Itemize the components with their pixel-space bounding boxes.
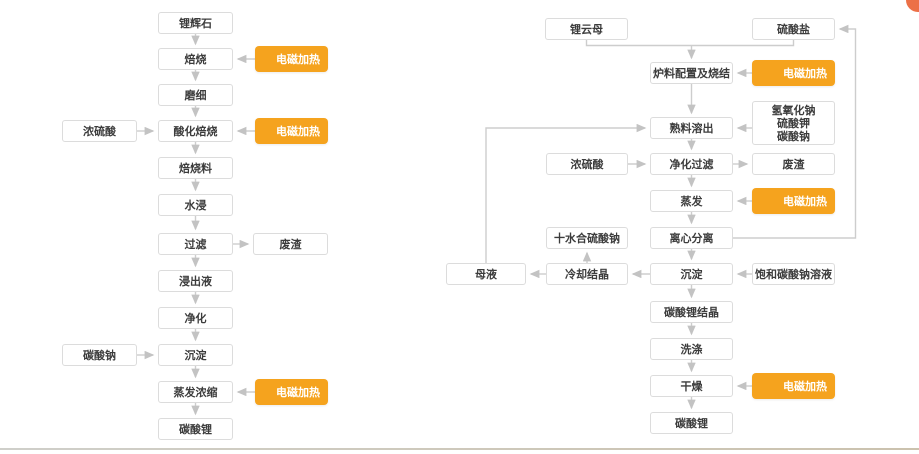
corner-decoration xyxy=(906,0,919,12)
node-lithium-carbonate-left: 碳酸锂 xyxy=(158,418,233,440)
node-purification-filtration: 净化过滤 xyxy=(650,153,733,175)
node-spodumene: 锂辉石 xyxy=(158,12,233,34)
badge-electromagnetic-heating-2: 电磁加热 xyxy=(255,118,328,144)
node-sulfate: 硫酸盐 xyxy=(752,18,835,40)
node-sodium-sulfate-decahydrate: 十水合硫酸钠 xyxy=(546,227,628,249)
node-filtration: 过滤 xyxy=(158,233,233,255)
node-sodium-carbonate-left: 碳酸钠 xyxy=(62,344,137,366)
node-conc-sulfuric-acid-left: 浓硫酸 xyxy=(62,120,137,142)
node-lepidolite: 锂云母 xyxy=(545,18,628,40)
node-leachate: 浸出液 xyxy=(158,270,233,292)
badge-electromagnetic-heating-4: 电磁加热 xyxy=(752,60,835,86)
node-drying: 干燥 xyxy=(650,375,733,397)
badge-electromagnetic-heating-3: 电磁加热 xyxy=(255,379,328,405)
node-lithium-carbonate-right: 碳酸锂 xyxy=(650,412,733,434)
badge-electromagnetic-heating-1: 电磁加热 xyxy=(255,46,328,72)
node-charge-prep-sintering: 炉料配置及烧结 xyxy=(650,62,733,84)
node-washing: 洗涤 xyxy=(650,338,733,360)
node-grinding: 磨细 xyxy=(158,84,233,106)
bottom-divider xyxy=(0,448,919,450)
node-saturated-sodium-carbonate-solution: 饱和碳酸钠溶液 xyxy=(752,263,835,285)
node-conc-sulfuric-acid-right: 浓硫酸 xyxy=(546,153,628,175)
node-clinker-dissolution: 熟料溶出 xyxy=(650,117,733,139)
node-evaporation-concentration: 蒸发浓缩 xyxy=(158,381,233,403)
node-precipitation: 沉淀 xyxy=(158,344,233,366)
node-evaporation: 蒸发 xyxy=(650,190,733,212)
node-cooling-crystallization: 冷却结晶 xyxy=(546,263,628,285)
badge-electromagnetic-heating-6: 电磁加热 xyxy=(752,373,835,399)
node-waste-residue-right: 废渣 xyxy=(752,153,835,175)
node-dissolution-additives: 氢氧化钠 硫酸钾 碳酸钠 xyxy=(752,101,835,145)
badge-electromagnetic-heating-5: 电磁加热 xyxy=(752,188,835,214)
node-roasting: 焙烧 xyxy=(158,48,233,70)
node-lithium-carbonate-crystals: 碳酸锂结晶 xyxy=(650,301,733,323)
node-purification: 净化 xyxy=(158,307,233,329)
node-acid-roasting: 酸化焙烧 xyxy=(158,120,233,142)
node-roasted-material: 焙烧料 xyxy=(158,157,233,179)
node-waste-residue-left: 废渣 xyxy=(253,233,328,255)
node-centrifugal-separation: 离心分离 xyxy=(650,227,733,249)
node-precipitation-right: 沉淀 xyxy=(650,263,733,285)
node-mother-liquor: 母液 xyxy=(446,263,526,285)
node-water-leaching: 水浸 xyxy=(158,194,233,216)
